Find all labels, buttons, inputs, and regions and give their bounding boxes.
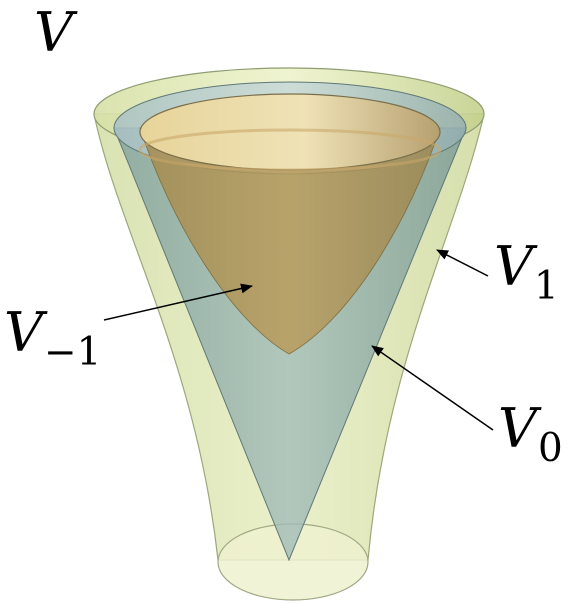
label-space-v: V (34, 6, 74, 60)
arrow-v-1 (103, 283, 253, 321)
label-v-1: V−1 (4, 306, 101, 372)
inner-rim (139, 93, 441, 171)
label-v0-sub: 0 (538, 425, 563, 471)
label-v0-base: V (498, 397, 537, 460)
inner-rim-highlight (138, 128, 442, 172)
label-v1-base: V (494, 235, 533, 298)
arrow-v0 (371, 345, 494, 431)
label-v1: V1 (494, 240, 559, 306)
inner-surface-v-1 (139, 127, 441, 355)
label-v0: V0 (498, 402, 563, 468)
arrow-v1 (436, 249, 489, 277)
label-space-base: V (34, 1, 73, 64)
label-v1-sub: 1 (534, 263, 559, 309)
label-v-1-base: V (4, 301, 43, 364)
label-v-1-sub: −1 (44, 329, 102, 375)
